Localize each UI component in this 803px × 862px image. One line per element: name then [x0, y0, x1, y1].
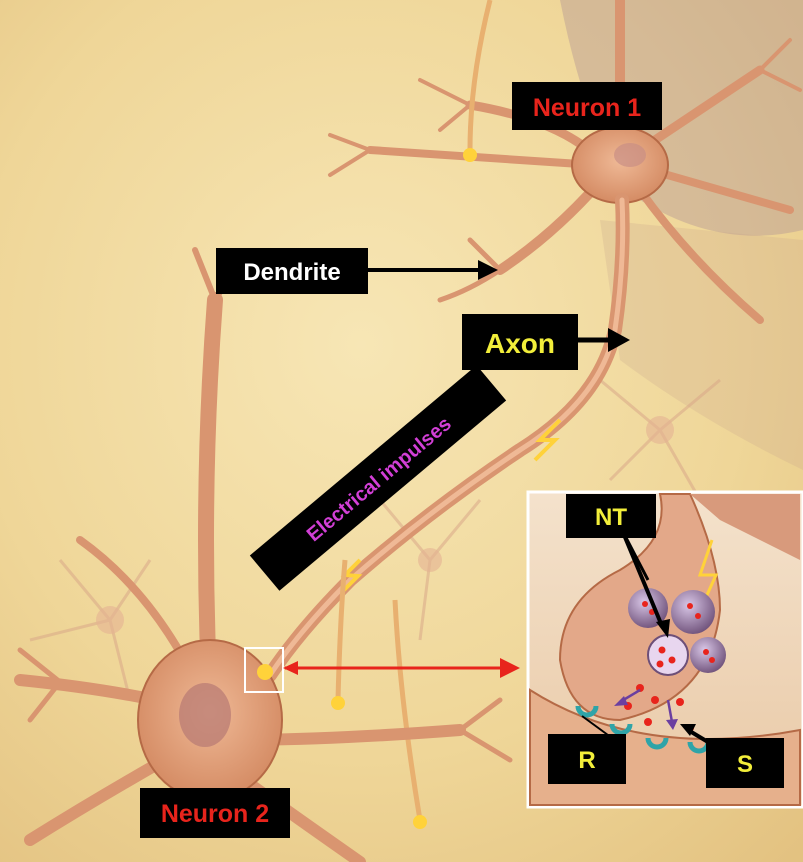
terminal-bouton-1 [463, 148, 477, 162]
label-r-text: R [578, 747, 595, 774]
label-neuron-1: Neuron 1 [512, 82, 662, 130]
neuron1-nucleus [614, 143, 646, 167]
background-soma-2 [646, 416, 674, 444]
vesicle-3 [690, 637, 726, 673]
label-nt-text: NT [595, 504, 627, 531]
label-dendrite-text: Dendrite [243, 259, 340, 286]
label-axon-text: Axon [485, 328, 555, 359]
label-dendrite: Dendrite [216, 248, 368, 294]
label-axon: Axon [462, 314, 578, 370]
label-s: S [706, 738, 784, 788]
label-r: R [548, 734, 626, 784]
vesicle-fusing [648, 635, 688, 675]
neuron1-soma [572, 127, 668, 203]
terminal-bouton-3 [413, 815, 427, 829]
label-neuron-1-text: Neuron 1 [533, 94, 641, 122]
terminal-bouton-2 [331, 696, 345, 710]
vesicle-2 [671, 590, 715, 634]
label-neuron-2: Neuron 2 [140, 788, 290, 838]
label-s-text: S [737, 751, 753, 778]
background-soma-3 [418, 548, 442, 572]
label-neuron-2-text: Neuron 2 [161, 800, 269, 828]
synapse-bouton [257, 664, 273, 680]
neuron2-nucleus [179, 683, 231, 747]
background-soma-1 [96, 606, 124, 634]
label-nt: NT [566, 494, 656, 538]
